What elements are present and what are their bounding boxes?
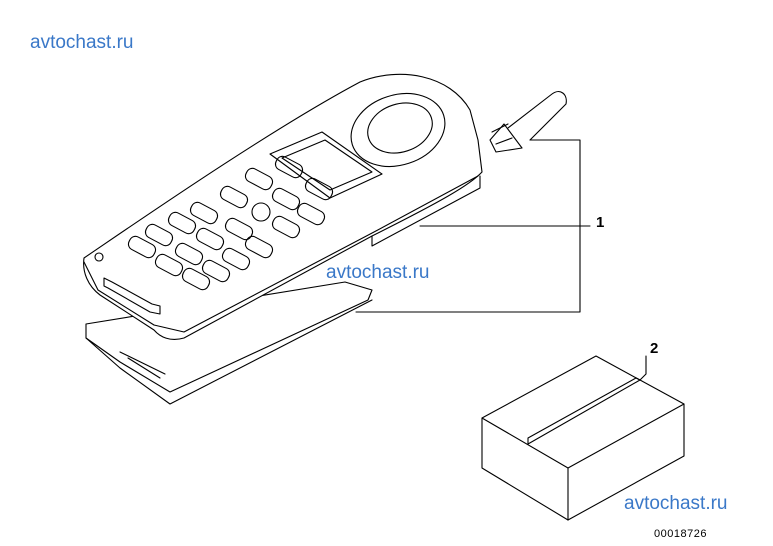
battery-pack-icon — [85, 281, 373, 405]
antenna-icon — [489, 91, 567, 153]
watermark-bottom-right: avtochast.ru — [624, 493, 728, 514]
handset-icon — [83, 73, 483, 340]
box-icon — [481, 355, 685, 521]
watermark-top-left: avtochast.ru — [30, 32, 134, 53]
watermark-center: avtochast.ru — [326, 262, 430, 283]
callout-1: 1 — [596, 214, 605, 231]
callout-2: 2 — [650, 340, 659, 357]
keypad-icon — [127, 155, 334, 291]
diagram-number: 00018726 — [654, 528, 707, 540]
